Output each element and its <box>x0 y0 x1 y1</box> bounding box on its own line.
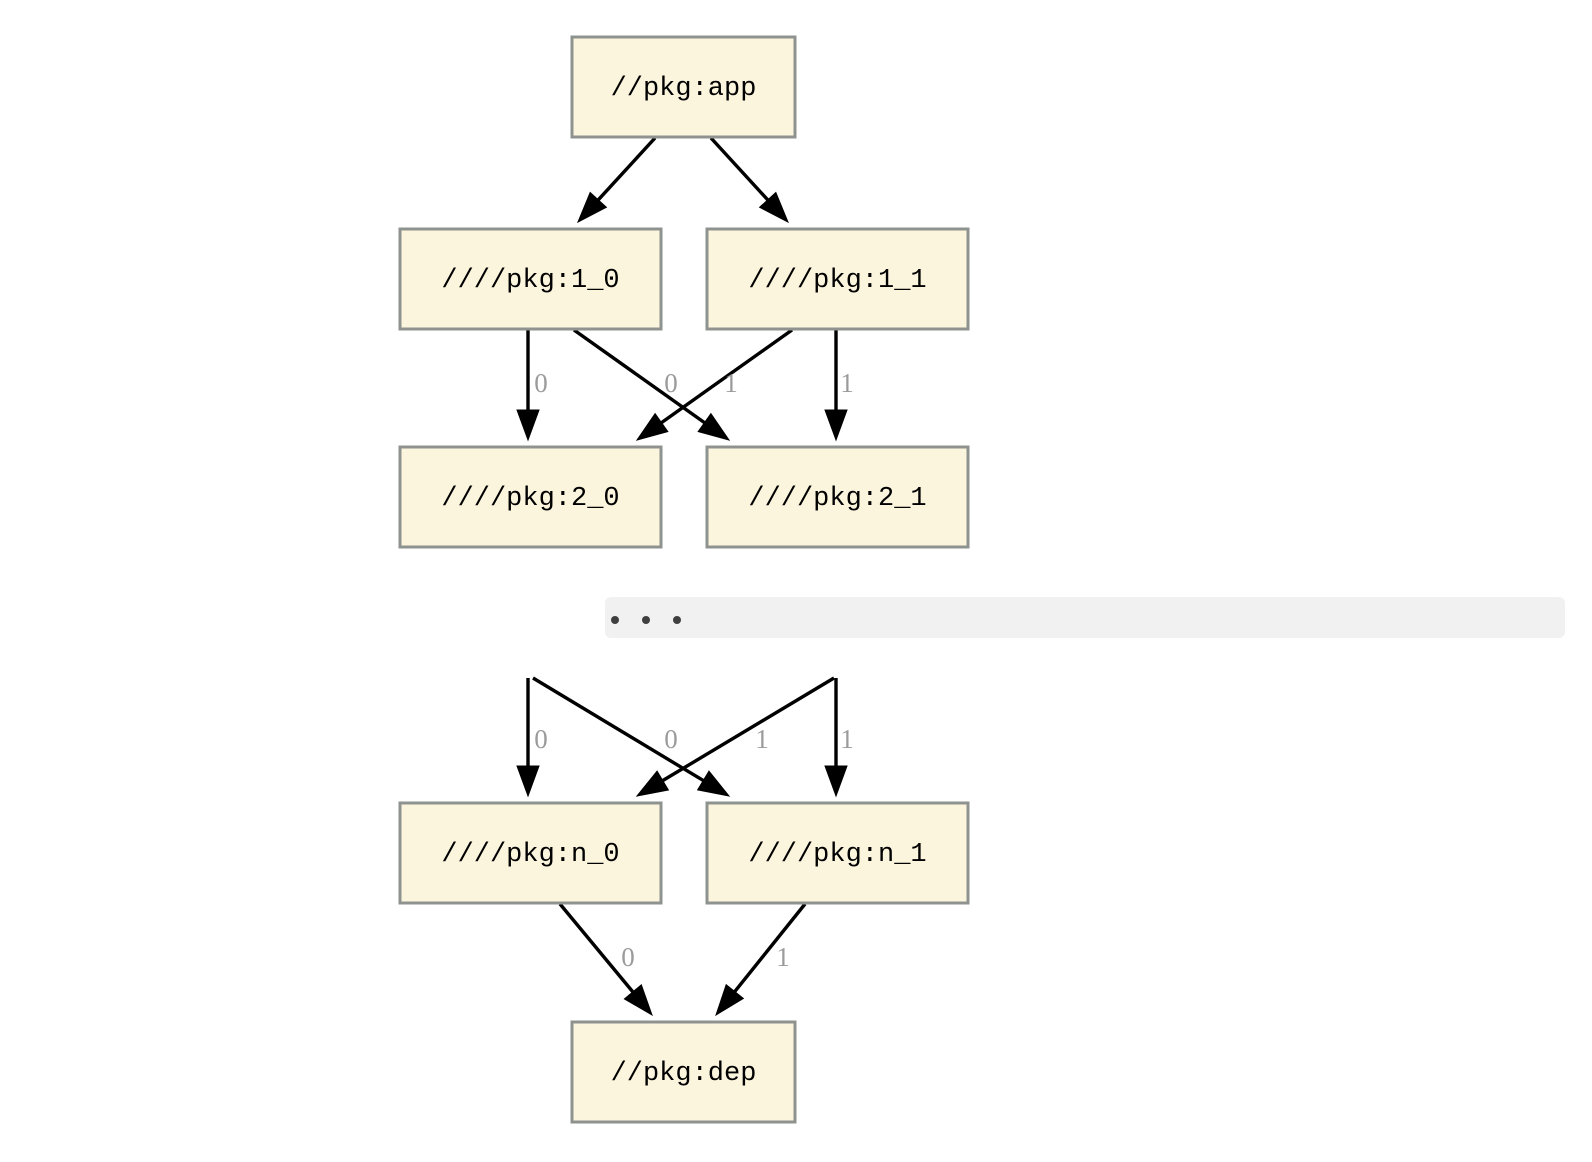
edge-line <box>558 902 637 997</box>
node-box[interactable] <box>570 35 797 139</box>
edge-arrowhead <box>758 191 789 224</box>
ellipsis-dot <box>611 616 619 624</box>
graph-edge <box>635 328 793 441</box>
graph-edge <box>516 678 540 798</box>
graph-edge <box>715 902 807 1017</box>
graph-node[interactable]: ////pkg:2_0 <box>398 445 663 549</box>
graph-edge <box>635 676 835 797</box>
edge-arrowhead <box>516 409 540 442</box>
edge-arrowhead <box>824 765 848 798</box>
graph-node[interactable]: ////pkg:n_0 <box>398 801 663 905</box>
node-label: ////pkg:1_0 <box>441 266 619 296</box>
edge-arrowhead <box>635 412 669 441</box>
edge-label: 1 <box>776 942 790 972</box>
edge-arrowhead <box>577 191 608 224</box>
edge-arrowhead <box>697 412 731 441</box>
edge-label: 0 <box>534 724 548 754</box>
node-label: //pkg:dep <box>611 1059 757 1089</box>
edge-line <box>658 676 835 785</box>
graph-edge <box>824 330 848 442</box>
node-label: ////pkg:n_0 <box>441 840 619 870</box>
edge-label: 1 <box>724 368 738 398</box>
graph-edge <box>532 676 731 797</box>
node-label: //pkg:app <box>611 74 757 104</box>
ellipsis-dot <box>673 616 681 624</box>
edge-line <box>709 136 772 204</box>
node-box[interactable] <box>705 801 970 905</box>
ellipsis-dot <box>642 616 650 624</box>
edge-label: 1 <box>840 724 854 754</box>
graph-node[interactable]: ////pkg:1_1 <box>705 227 970 331</box>
edge-arrowhead <box>623 984 653 1017</box>
graph-node[interactable]: //pkg:dep <box>570 1020 797 1124</box>
node-label: ////pkg:n_1 <box>748 840 926 870</box>
graph-node[interactable]: ////pkg:1_0 <box>398 227 663 331</box>
edge-label: 0 <box>621 942 635 972</box>
graph-edge <box>824 678 848 798</box>
edge-label: 1 <box>840 368 854 398</box>
node-box[interactable] <box>398 227 663 331</box>
graph-node[interactable]: ////pkg:2_1 <box>705 445 970 549</box>
node-label: ////pkg:1_1 <box>748 266 926 296</box>
graph-edge <box>558 902 653 1017</box>
node-box[interactable] <box>705 445 970 549</box>
edge-arrowhead <box>516 765 540 798</box>
nodes-layer: //pkg:app ////pkg:1_0 ////pkg:1_1 ////pkg:2… <box>398 35 970 1124</box>
edge-line <box>573 328 709 427</box>
node-box[interactable] <box>705 227 970 331</box>
edge-labels-layer: 0 0 1 1 0 0 1 1 0 1 <box>534 368 854 972</box>
node-box[interactable] <box>398 801 663 905</box>
edge-line <box>657 328 793 427</box>
edge-label: 0 <box>664 724 678 754</box>
edge-line <box>594 136 657 204</box>
graph-edge <box>709 136 789 224</box>
edge-arrowhead <box>824 409 848 442</box>
graph-edge <box>573 328 731 441</box>
edge-arrowhead <box>715 983 745 1017</box>
edge-arrowhead <box>635 770 670 797</box>
ellipsis-band <box>605 597 1565 638</box>
node-box[interactable] <box>570 1020 797 1124</box>
edge-line <box>730 902 807 996</box>
edges-layer <box>516 136 848 1017</box>
edge-label: 0 <box>534 368 548 398</box>
node-label: ////pkg:2_1 <box>748 484 926 514</box>
edge-label: 0 <box>664 368 678 398</box>
graph-node[interactable]: //pkg:app <box>570 35 797 139</box>
node-box[interactable] <box>398 445 663 549</box>
graph-edge <box>516 330 540 442</box>
ellipsis-separator <box>605 597 1565 638</box>
node-label: ////pkg:2_0 <box>441 484 619 514</box>
edge-line <box>532 676 708 785</box>
edge-arrowhead <box>696 770 731 797</box>
graph-edge <box>577 136 657 224</box>
edge-label: 1 <box>755 724 769 754</box>
graph-node[interactable]: ////pkg:n_1 <box>705 801 970 905</box>
